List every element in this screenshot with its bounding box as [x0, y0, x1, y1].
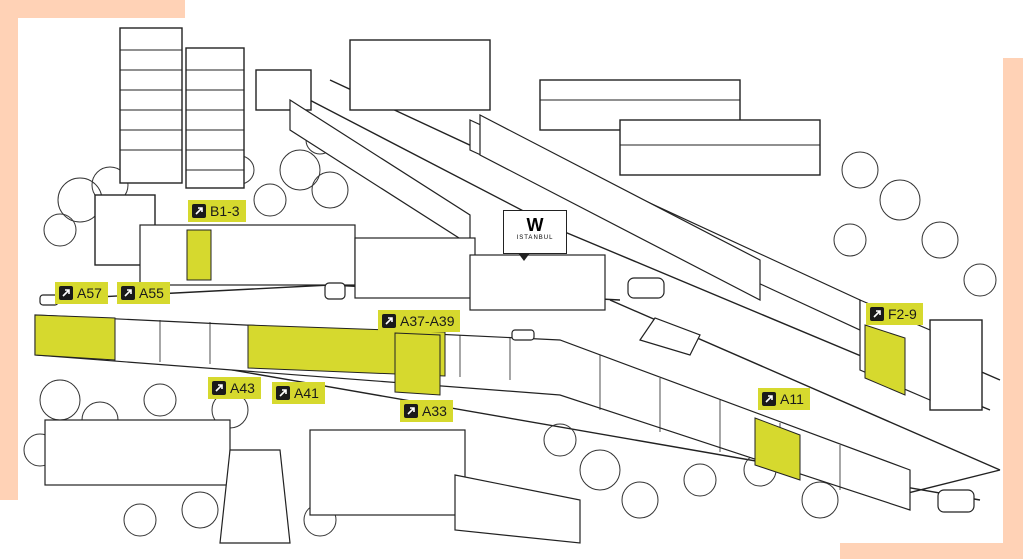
- arrow-up-right-icon: [870, 307, 884, 321]
- marker-f2-9[interactable]: F2-9: [866, 303, 923, 325]
- marker-a41[interactable]: A41: [272, 382, 325, 404]
- marker-label: A43: [230, 380, 255, 396]
- marker-a37-a39[interactable]: A37-A39: [378, 310, 461, 332]
- marker-label: A37-A39: [400, 313, 455, 329]
- tower-windows: [120, 49, 820, 171]
- arrow-up-right-icon: [212, 381, 226, 395]
- accent-frame-right: [1003, 58, 1023, 559]
- arrow-up-right-icon: [121, 286, 135, 300]
- w-istanbul-sign: W ISTANBUL: [503, 210, 567, 261]
- marker-a57[interactable]: A57: [55, 282, 108, 304]
- bottom-buildings: [44, 419, 581, 544]
- tower-buildings: [94, 27, 983, 411]
- arrow-up-right-icon: [59, 286, 73, 300]
- marker-label: F2-9: [888, 306, 917, 322]
- highlighted-shops: [34, 229, 906, 481]
- arrow-up-right-icon: [276, 386, 290, 400]
- hotel-logo: W: [526, 215, 544, 235]
- arrow-up-right-icon: [404, 404, 418, 418]
- arrow-up-right-icon: [762, 392, 776, 406]
- marker-a33[interactable]: A33: [400, 400, 453, 422]
- marker-label: A11: [780, 391, 804, 407]
- marker-a43[interactable]: A43: [208, 377, 261, 399]
- marker-label: A33: [422, 403, 447, 419]
- marker-a11[interactable]: A11: [758, 388, 810, 410]
- hotel-city: ISTANBUL: [516, 235, 554, 241]
- marker-label: A41: [294, 385, 319, 401]
- marker-label: A55: [139, 285, 164, 301]
- marker-a55[interactable]: A55: [117, 282, 170, 304]
- sculpture: [639, 317, 701, 356]
- arrow-up-right-icon: [192, 204, 206, 218]
- accent-frame-left: [0, 0, 18, 500]
- accent-frame-bottom-right: [840, 543, 1023, 559]
- mid-building-row: [139, 224, 606, 311]
- accent-frame-top-left: [0, 0, 185, 18]
- marker-label: A57: [77, 285, 102, 301]
- cars: [39, 277, 975, 513]
- arrow-up-right-icon: [382, 314, 396, 328]
- marker-label: B1-3: [210, 203, 240, 219]
- marker-b1-3[interactable]: B1-3: [188, 200, 246, 222]
